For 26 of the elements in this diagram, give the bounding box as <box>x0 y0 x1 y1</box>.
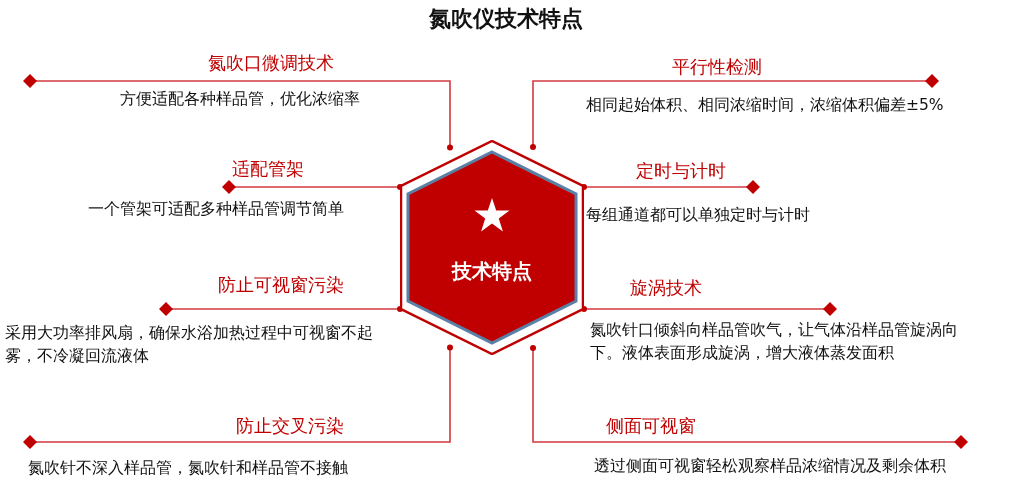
feature-heading: 适配管架 <box>232 158 304 180</box>
connector-line <box>23 74 453 151</box>
feature-description: 氮吹针不深入样品管，氮吹针和样品管不接触 <box>28 458 349 479</box>
feature-description: 采用大功率排风扇，确保水浴加热过程中可视窗不起雾，不冷凝回流液体 <box>5 323 374 367</box>
connector-line <box>530 74 939 151</box>
feature-description: 氮吹针口倾斜向样品管吹气，让气体沿样品管旋涡向下。液体表面形成旋涡，增大液体蒸发面积 <box>590 320 959 364</box>
connector-line <box>581 302 837 316</box>
connector-line <box>222 180 403 194</box>
feature-description: 方便适配各种样品管，优化浓缩率 <box>120 89 361 110</box>
feature-description: 每组通道都可以单独定时与计时 <box>586 205 811 226</box>
feature-description: 相同起始体积、相同浓缩时间，浓缩体积偏差±5% <box>586 95 945 116</box>
hexagon-label: 技术特点 <box>450 258 533 285</box>
connector-line <box>530 344 968 449</box>
feature-description: 一个管架可适配多种样品管调节简单 <box>88 199 345 220</box>
feature-heading: 氮吹口微调技术 <box>208 52 334 74</box>
feature-heading: 防止交叉污染 <box>236 415 344 437</box>
feature-heading: 侧面可视窗 <box>606 415 696 437</box>
feature-heading: 定时与计时 <box>636 160 726 182</box>
feature-heading: 防止可视窗污染 <box>218 274 344 296</box>
connector-line <box>581 180 760 194</box>
feature-heading: 平行性检测 <box>672 56 762 78</box>
connector-line <box>23 344 453 449</box>
feature-description: 透过侧面可视窗轻松观察样品浓缩情况及剩余体积 <box>594 456 947 477</box>
title: 氮吹仪技术特点 <box>428 5 584 33</box>
connector-line <box>159 302 403 316</box>
feature-heading: 旋涡技术 <box>630 277 702 299</box>
